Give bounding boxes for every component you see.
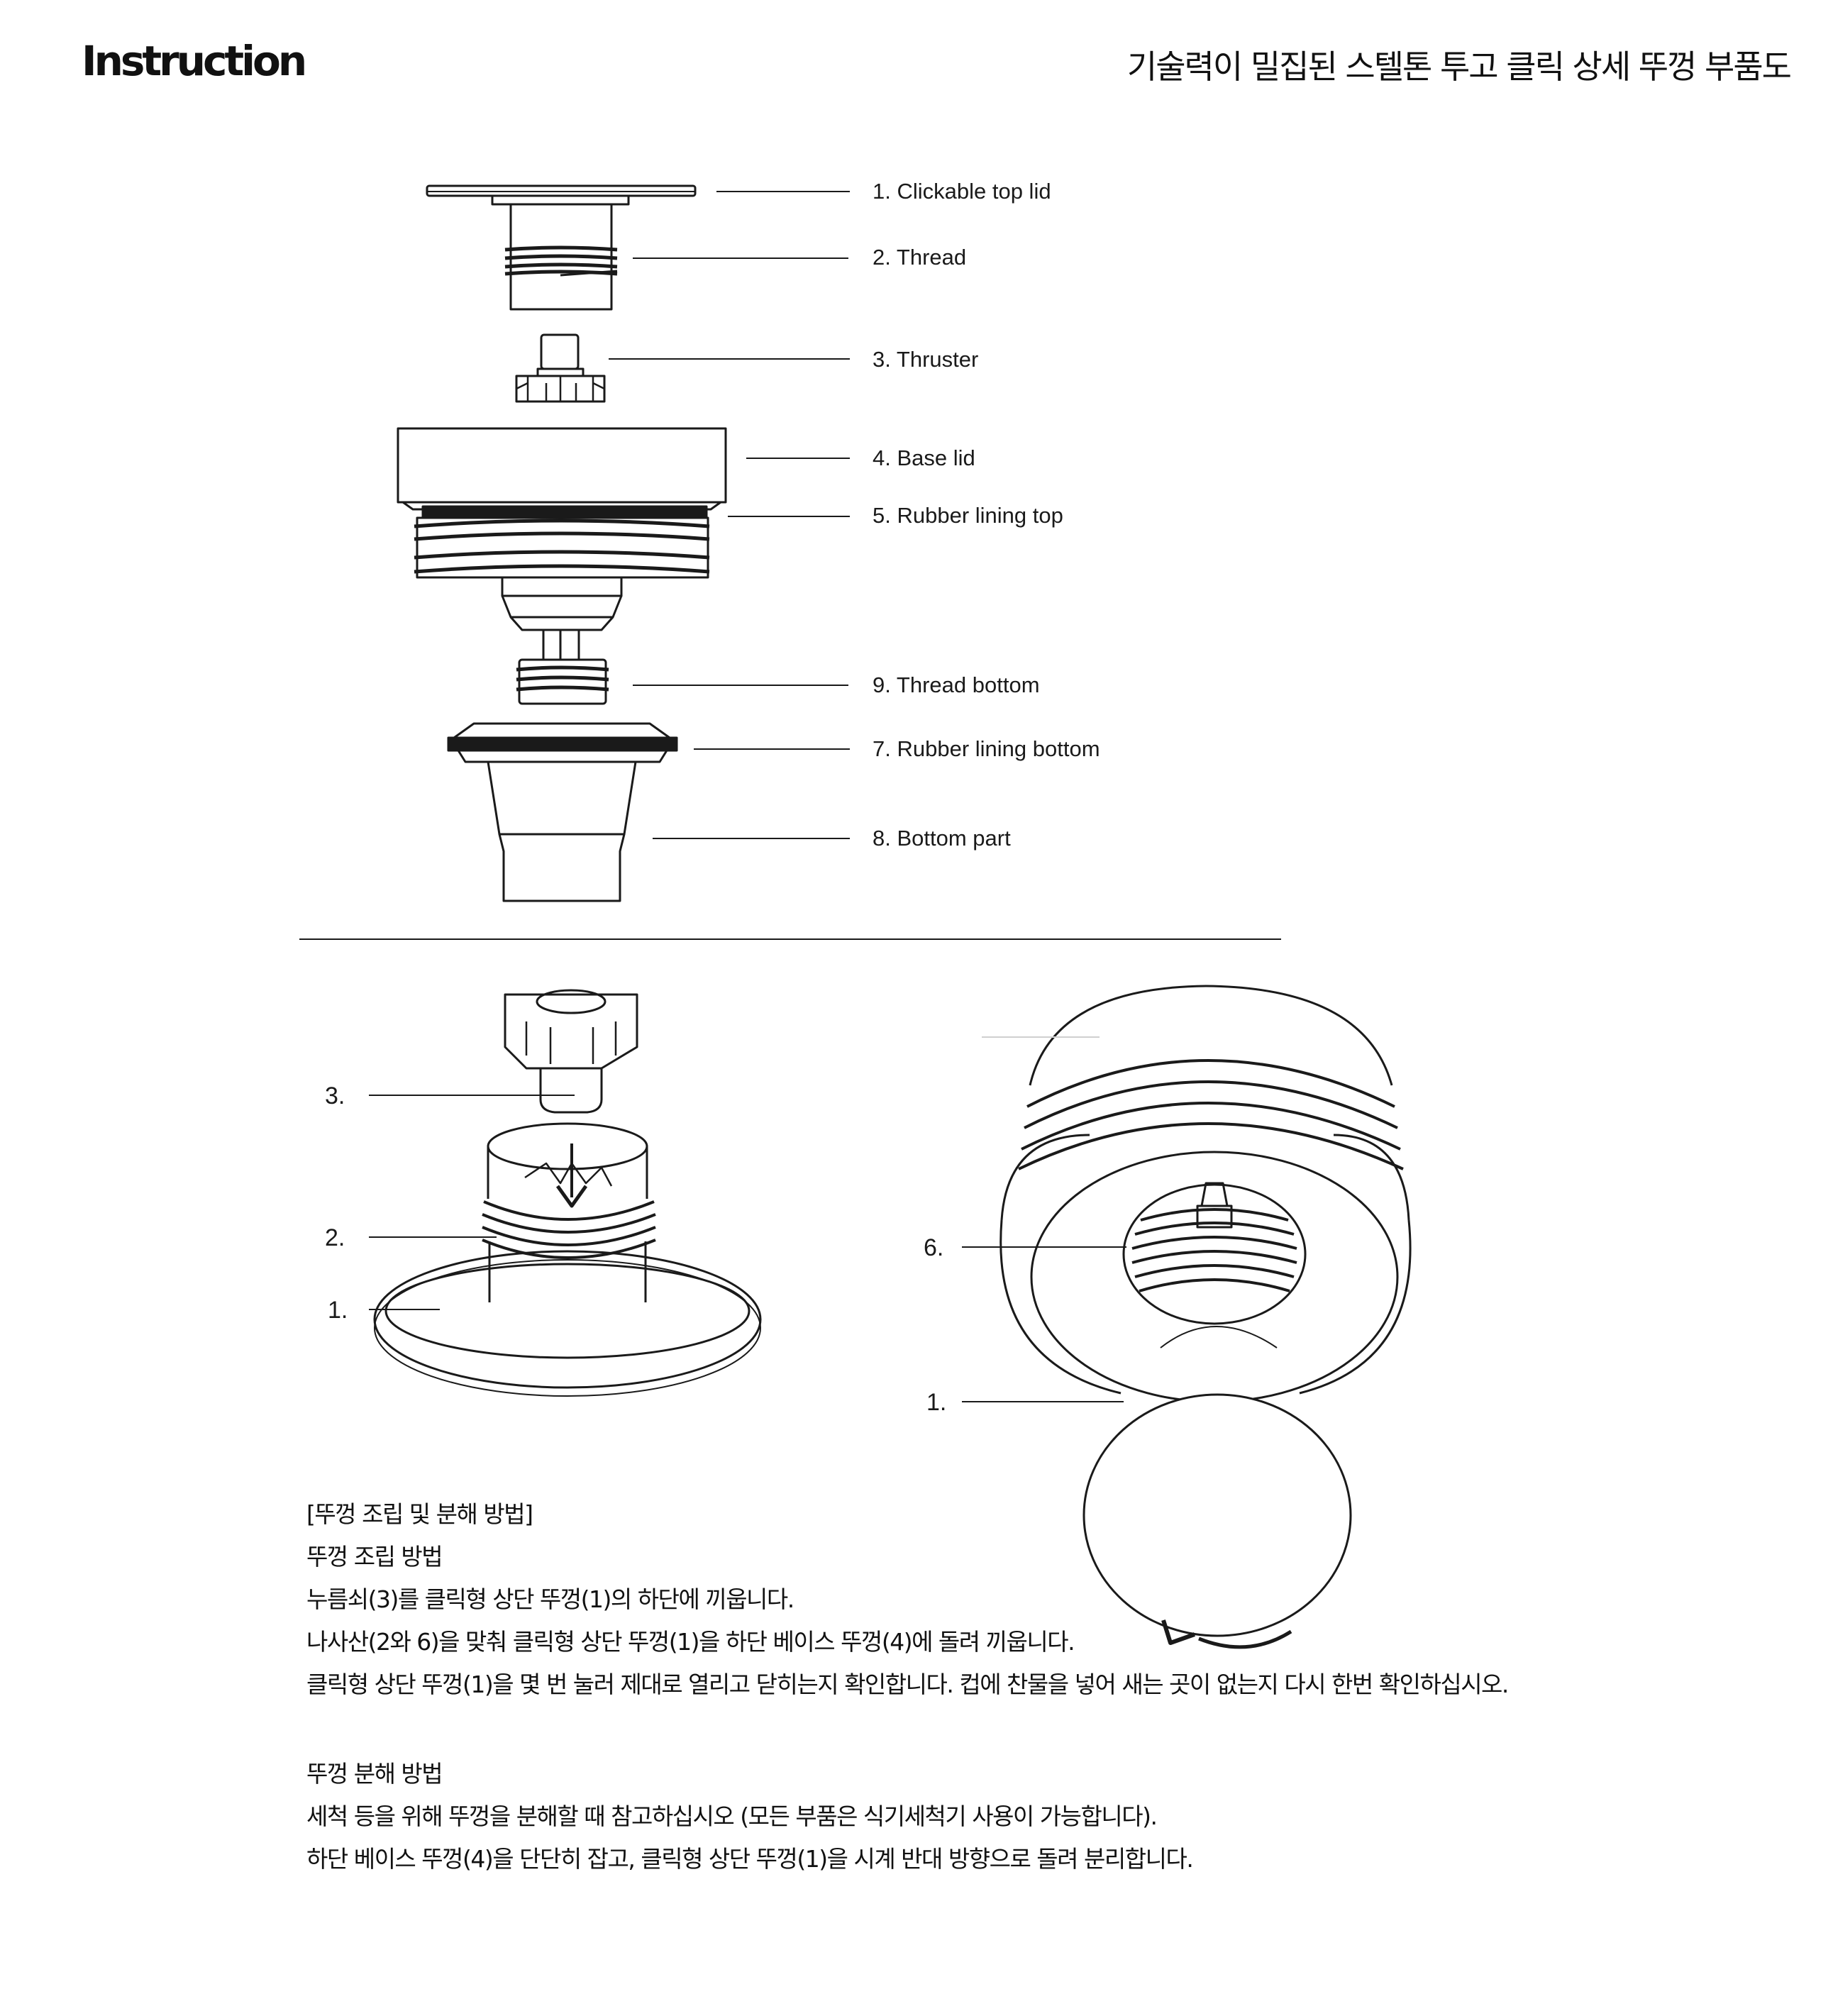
assembly-leader-lines-right bbox=[962, 1036, 1126, 1402]
bottom-part bbox=[447, 722, 678, 902]
thruster-part bbox=[515, 333, 606, 403]
label-rubber-lining-bottom: 7. Rubber lining bottom bbox=[873, 736, 1100, 761]
assembly-step: 클릭형 상단 뚜껑(1)을 몇 번 눌러 제대로 열리고 닫히는지 확인합니다.… bbox=[306, 1671, 1509, 1698]
instructions-block: [뚜껑 조립 및 분해 방법] 뚜껑 조립 방법 누름쇠(3)를 클릭형 상단 … bbox=[306, 1493, 1512, 1881]
label-clickable-top-lid: 1. Clickable top lid bbox=[873, 179, 1051, 204]
label-rubber-lining-top: 5. Rubber lining top bbox=[873, 503, 1063, 528]
thread-bottom-part bbox=[516, 658, 609, 705]
top-lid-disc bbox=[1082, 1326, 1352, 1637]
rotation-arrow bbox=[1161, 1619, 1292, 1649]
assembly-leader-lines-left bbox=[369, 1095, 575, 1310]
label-num-2: 2. bbox=[325, 1224, 345, 1251]
label-num-1-left: 1. bbox=[328, 1297, 348, 1324]
disassembly-step: 하단 베이스 뚜껑(4)을 단단히 잡고, 클릭형 상단 뚜껑(1)을 시계 반… bbox=[306, 1845, 1194, 1873]
page-subtitle: 기술력이 밀집된 스텔톤 투고 클릭 상세 뚜껑 부품도 bbox=[1126, 48, 1792, 86]
exploded-labels: 1. Clickable top lid 2. Thread 3. Thrust… bbox=[873, 179, 1100, 851]
assembly-step: 누름쇠(3)를 클릭형 상단 뚜껑(1)의 하단에 끼웁니다. bbox=[306, 1585, 794, 1613]
label-thread-bottom: 9. Thread bottom bbox=[873, 672, 1040, 697]
label-num-1-right: 1. bbox=[926, 1389, 946, 1416]
assembly-labels: 3. 2. 1. 6. 1. bbox=[325, 1082, 946, 1416]
base-lid-part bbox=[397, 427, 727, 660]
label-thread: 2. Thread bbox=[873, 245, 966, 270]
label-thruster: 3. Thruster bbox=[873, 347, 978, 372]
label-base-lid: 4. Base lid bbox=[873, 445, 975, 470]
disassembly-step: 세척 등을 위해 뚜껑을 분해할 때 참고하십시오 (모든 부품은 식기세척기 … bbox=[306, 1802, 1158, 1830]
page-title: Instruction bbox=[82, 37, 307, 85]
assembly-arrow bbox=[555, 1143, 588, 1208]
thruster-3d bbox=[504, 989, 638, 1114]
exploded-leader-lines bbox=[609, 191, 850, 839]
thread-part bbox=[504, 203, 618, 311]
label-num-6: 6. bbox=[924, 1234, 943, 1261]
top-lid-3d bbox=[373, 1122, 762, 1397]
top-lid-part bbox=[426, 184, 697, 206]
disassembly-title: 뚜껑 분해 방법 bbox=[306, 1760, 443, 1788]
label-bottom-part: 8. Bottom part bbox=[873, 826, 1011, 851]
assembly-title: 뚜껑 조립 방법 bbox=[306, 1543, 443, 1571]
label-num-3: 3. bbox=[325, 1082, 345, 1109]
assembly-step: 나사산(2와 6)을 맞춰 클릭형 상단 뚜껑(1)을 하단 베이스 뚜껑(4)… bbox=[306, 1628, 1075, 1656]
instructions-heading: [뚜껑 조립 및 분해 방법] bbox=[306, 1500, 533, 1528]
base-lid-3d bbox=[999, 985, 1412, 1403]
